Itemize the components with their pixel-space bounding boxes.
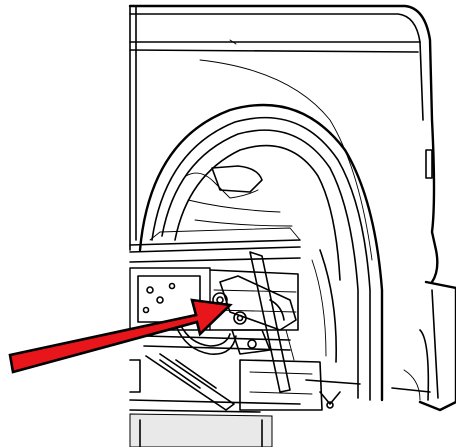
bed-crossmember: [129, 227, 301, 263]
rear-bumper-end: [391, 280, 456, 412]
lower-assembly: [129, 323, 323, 447]
tire-partial: [305, 249, 361, 409]
wheel-arch: [138, 103, 384, 402]
callout-arrow: [8, 298, 233, 374]
bed-side-panel: [128, 4, 439, 284]
